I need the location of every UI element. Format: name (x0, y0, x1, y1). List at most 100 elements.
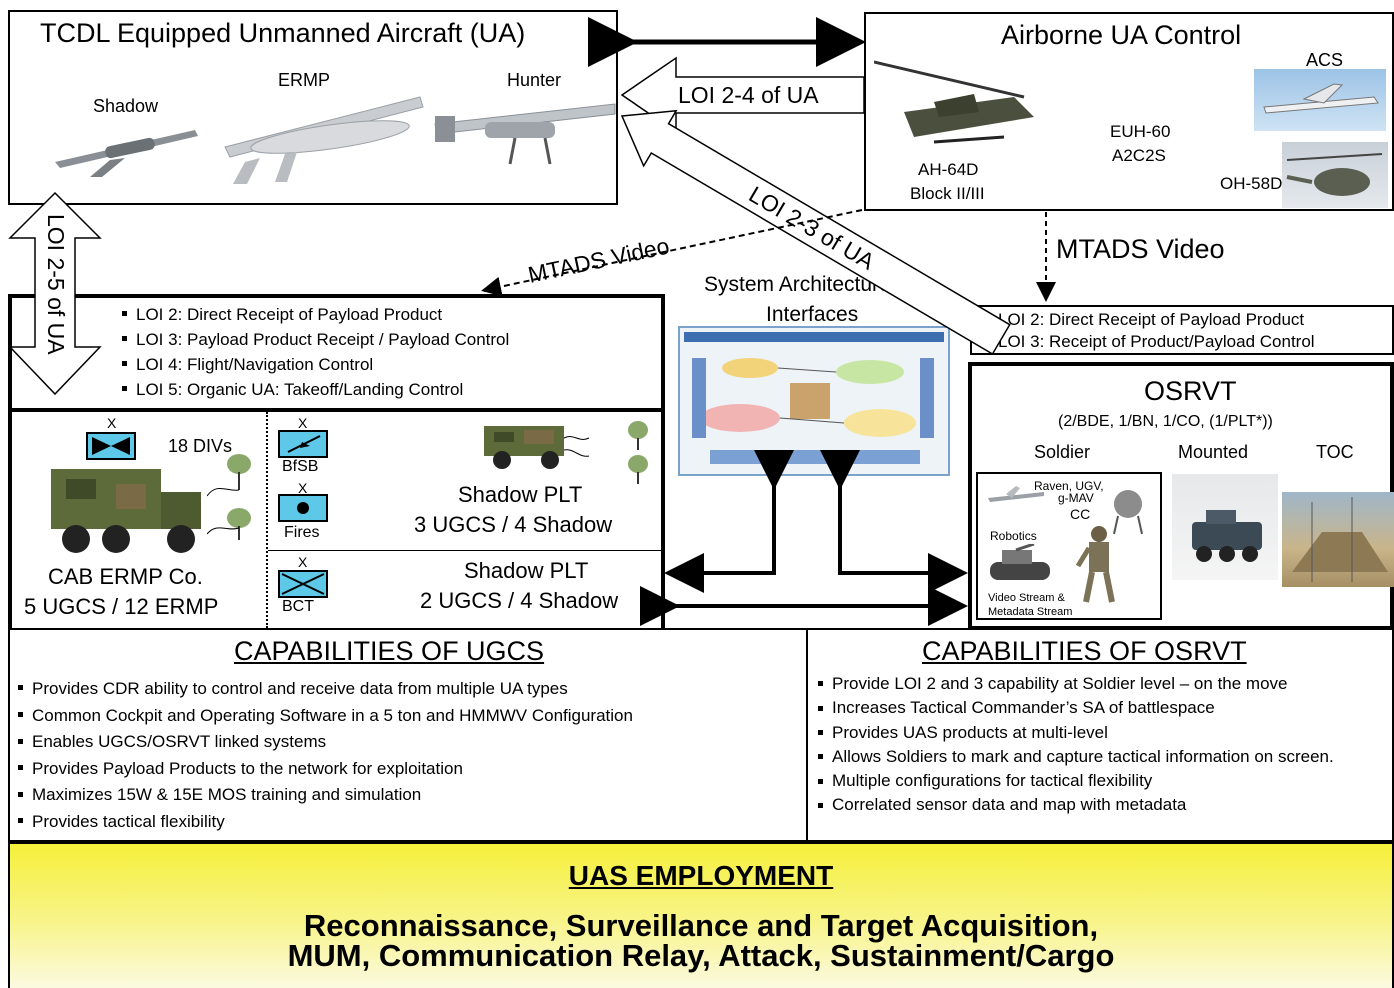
acs-aircraft-image (1254, 69, 1386, 131)
cab-unit-symbol (86, 432, 136, 460)
loi-list-item: LOI 5: Organic UA: Takeoff/Landing Contr… (120, 377, 509, 402)
osrvt-box: OSRVT (2/BDE, 1/BN, 1/CO, (1/PLT*)) Sold… (968, 362, 1394, 630)
loi-25-label: LOI 2-5 of UA (43, 214, 69, 355)
cap-osrvt-item: Allows Soldiers to mark and capture tact… (816, 745, 1392, 769)
raven-label: Raven, UGV, (1034, 479, 1104, 493)
fires-echelon-mark: X (298, 480, 308, 496)
loi-23-label: LOI 2-3 of UA (745, 181, 880, 275)
cap-ugcs-item: Common Cockpit and Operating Software in… (16, 703, 633, 730)
cap-ugcs-item: Provides CDR ability to control and rece… (16, 676, 633, 703)
ua-box-title: TCDL Equipped Unmanned Aircraft (UA) (40, 18, 526, 48)
uas-employment-line1: Reconnaissance, Surveillance and Target … (303, 908, 1099, 943)
arch-to-osrvt-arrow (820, 450, 968, 593)
cab-echelon-mark: X (107, 415, 117, 431)
loi-list-left-box: LOI 2: Direct Receipt of Payload Product… (8, 294, 665, 412)
robotics-label: Robotics (990, 529, 1037, 541)
cab-ermp-label-line2: 5 UGCS / 12 ERMP (24, 594, 219, 619)
mtads-right-label: MTADS Video (1056, 234, 1225, 264)
hmmwv-image (484, 426, 590, 469)
cab-ermp-label-line1: CAB ERMP Co. (48, 564, 203, 589)
cap-osrvt-title: CAPABILITIES OF OSRVT (922, 636, 1247, 666)
shadow-uav-image (55, 130, 198, 177)
osrvt-col-toc: TOC (1316, 442, 1354, 462)
loi-25-arrow: LOI 2-5 of UA (8, 191, 102, 396)
loi-24-label: LOI 2-4 of UA (678, 82, 819, 108)
aircraft-label-hunter: Hunter (507, 70, 562, 90)
oh58-label: OH-58D (1220, 174, 1283, 193)
airborne-control-title: Airborne UA Control (1001, 20, 1242, 50)
loi-list-item: LOI 4: Flight/Navigation Control (120, 352, 509, 377)
cc-label: CC (1070, 506, 1091, 522)
bct-label: BCT (282, 598, 314, 615)
bfsb-unit-symbol (278, 430, 328, 458)
acs-label: ACS (1306, 50, 1344, 70)
ah64-label-line2: Block II/III (910, 184, 985, 203)
uas-employment-banner: UAS EMPLOYMENT Reconnaissance, Surveilla… (8, 842, 1394, 988)
osrvt-subtitle: (2/BDE, 1/BN, 1/CO, (1/PLT*)) (1058, 413, 1273, 430)
loi-list-left: LOI 2: Direct Receipt of Payload Product… (120, 302, 509, 402)
system-arch-label-line2: Interfaces (766, 303, 859, 326)
cap-osrvt-item: Multiple configurations for tactical fle… (816, 769, 1392, 793)
ugcs-units-box: X 18 DIVs CAB ERMP Co. 5 UGCS / 12 ERMP … (8, 408, 665, 632)
arch-to-ugcs-arrow (664, 450, 794, 593)
shadow-plt1-label-line1: Shadow PLT (458, 482, 583, 507)
ermp-uav-image (224, 96, 424, 184)
system-arch-label-line1: System Architecture (704, 273, 891, 296)
hunter-uav-image (434, 103, 616, 165)
cap-osrvt-item: Provide LOI 2 and 3 capability at Soldie… (816, 672, 1392, 696)
fires-label: Fires (284, 524, 320, 541)
cap-osrvt-item: Provides UAS products at multi-level (816, 721, 1392, 745)
toc-tent-image (1282, 492, 1394, 587)
raven-uav-image (988, 486, 1044, 502)
video-stream-label-line2: Metadata Stream (988, 606, 1073, 618)
euh60-label-line2: A2C2S (1112, 146, 1166, 165)
loi-list-right-box: LOI 2: Direct Receipt of Payload Product… (970, 305, 1394, 355)
cap-ugcs-item: Enables UGCS/OSRVT linked systems (16, 729, 633, 756)
mounted-vehicle-image (1172, 474, 1278, 580)
cap-ugcs-item: Provides Payload Products to the network… (16, 756, 633, 783)
osrvt-col-soldier: Soldier (1034, 442, 1091, 462)
mtads-left-arrow (481, 209, 863, 297)
uas-employment-line2: MUM, Communication Relay, Attack, Sustai… (287, 938, 1115, 973)
soldier-inset: Raven, UGV, g-MAV CC Robotics Video Stre… (976, 472, 1162, 620)
aircraft-label-ermp: ERMP (278, 70, 331, 90)
shadow-plt2-label-line1: Shadow PLT (464, 558, 589, 583)
divs-label: 18 DIVs (168, 436, 233, 456)
cap-osrvt-list: Provide LOI 2 and 3 capability at Soldie… (816, 672, 1392, 818)
gmav-label: g-MAV (1058, 491, 1094, 505)
cap-ugcs-title: CAPABILITIES OF UGCS (234, 636, 545, 666)
ua-box: TCDL Equipped Unmanned Aircraft (UA) Sha… (8, 10, 618, 205)
cap-ugcs-list: Provides CDR ability to control and rece… (16, 676, 633, 836)
osrvt-col-mounted: Mounted (1178, 442, 1249, 462)
capabilities-box: CAPABILITIES OF UGCS Provides CDR abilit… (8, 628, 1394, 842)
cap-osrvt-item: Increases Tactical Commander’s SA of bat… (816, 696, 1392, 720)
loi-23-arrow: LOI 2-3 of UA (620, 109, 1011, 355)
euh60-label-line1: EUH-60 (1110, 122, 1171, 141)
ugcs-truck-image (51, 469, 201, 553)
oh58-helicopter-image (1282, 142, 1388, 208)
unit-divider-horizontal (268, 550, 663, 551)
aircraft-label-shadow: Shadow (93, 96, 159, 116)
bfsb-label: BfSB (282, 458, 319, 475)
capabilities-divider (806, 630, 808, 842)
fires-unit-symbol (278, 494, 328, 522)
loi-list-item: LOI 3: Payload Product Receipt / Payload… (120, 327, 509, 352)
antenna-icon (628, 421, 648, 484)
ugv-robot-image (990, 544, 1050, 580)
bct-unit-symbol (278, 570, 328, 598)
video-stream-label-line1: Video Stream & (988, 592, 1065, 604)
cap-osrvt-item: Correlated sensor data and map with meta… (816, 793, 1392, 817)
soldier-image (1075, 526, 1115, 603)
bfsb-echelon-mark: X (298, 415, 308, 431)
ah64-label-line1: AH-64D (918, 160, 979, 179)
mtads-left-label: MTADS Video (526, 233, 672, 288)
unit-divider-vertical (266, 412, 268, 628)
uas-employment-title: UAS EMPLOYMENT (568, 860, 834, 891)
gmav-image (1113, 490, 1143, 535)
ah64-helicopter-image (874, 60, 1034, 144)
bct-echelon-mark: X (298, 554, 308, 570)
airborne-control-box: Airborne UA Control AH-64D Block II/III … (864, 12, 1394, 211)
cap-ugcs-item: Provides tactical flexibility (16, 809, 633, 836)
antenna-icon (207, 454, 251, 540)
